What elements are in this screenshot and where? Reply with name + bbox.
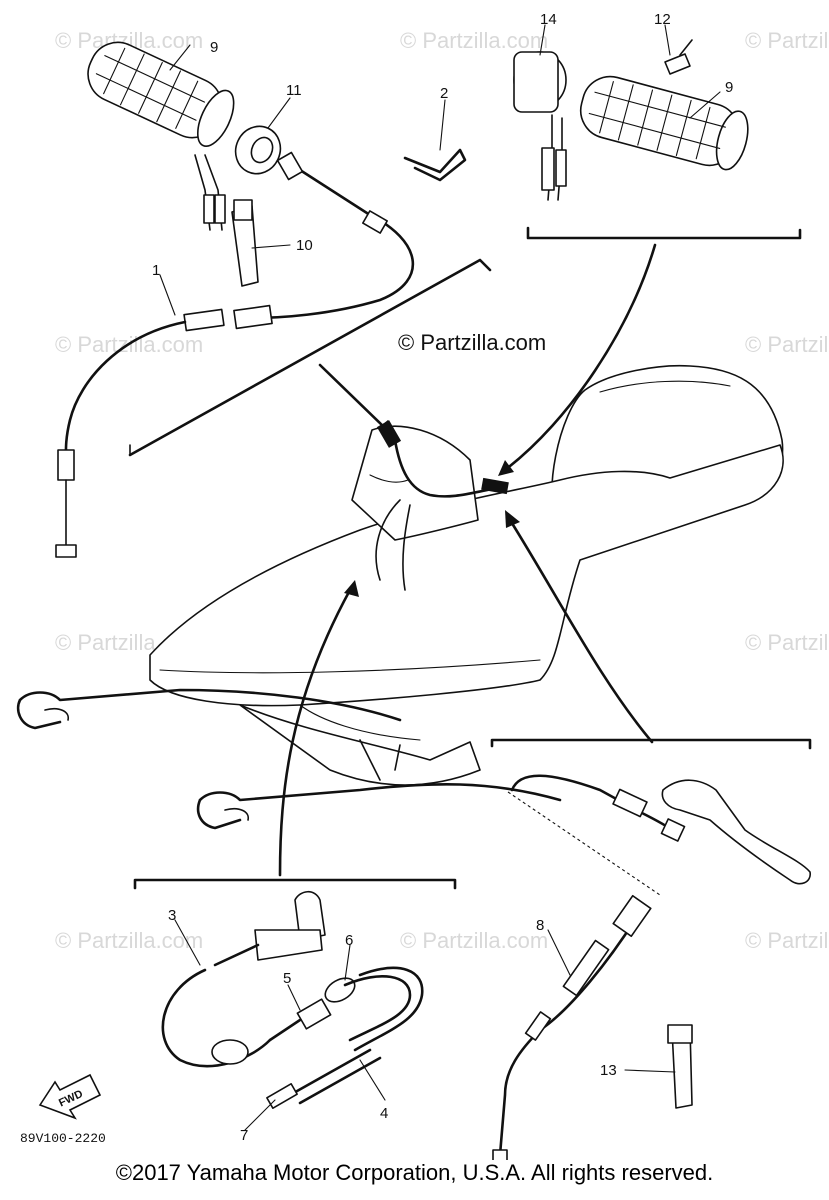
callout-9-right: 9	[725, 79, 733, 96]
left-handlebar-grip	[87, 41, 235, 147]
watermark: © Partzilla.com	[745, 928, 829, 953]
watermark: © Partzilla.com	[400, 928, 548, 953]
diagram-code: 89V100-2220	[20, 1131, 106, 1146]
throttle-detail-group	[55, 41, 492, 558]
right-handlebar-grip	[579, 75, 749, 171]
watermark: © Partzilla.com	[745, 28, 829, 53]
callout-1: 1	[152, 262, 160, 279]
watermark: © Partzilla.com	[55, 928, 203, 953]
callout-4: 4	[380, 1105, 388, 1122]
watermark: © Partzilla.com	[400, 28, 548, 53]
callout-7: 7	[240, 1127, 248, 1144]
callout-6: 6	[345, 932, 353, 949]
callout-5: 5	[283, 970, 291, 987]
callout-8: 8	[536, 917, 544, 934]
callout-10: 10	[296, 237, 313, 254]
callout-3: 3	[168, 907, 176, 924]
callout-14: 14	[540, 11, 557, 28]
copyright-footer: ©2017 Yamaha Motor Corporation, U.S.A. A…	[115, 1160, 714, 1185]
callout-layer: 9 11 2 10 1 14 12 9 3 5 6 4 7 8 13	[152, 11, 733, 1144]
center-watermark: © Partzilla.com	[398, 330, 546, 355]
callout-2: 2	[440, 85, 448, 102]
diagram-canvas: © Partzilla.com © Partzilla.com © Partzi…	[16, 11, 829, 1169]
forward-direction-arrow-icon: FWD	[38, 1073, 102, 1120]
callout-9-left: 9	[210, 39, 218, 56]
watermark: © Partzilla.com	[745, 630, 829, 655]
callout-13: 13	[600, 1062, 617, 1079]
callout-12: 12	[654, 11, 671, 28]
snowmobile-illustration	[16, 364, 784, 830]
callout-11: 11	[286, 82, 302, 99]
choke-detail-group	[133, 580, 457, 1109]
right-grip-detail-group	[498, 39, 802, 476]
watermark: © Partzilla.com	[745, 332, 829, 357]
brake-detail-group	[490, 510, 812, 1169]
